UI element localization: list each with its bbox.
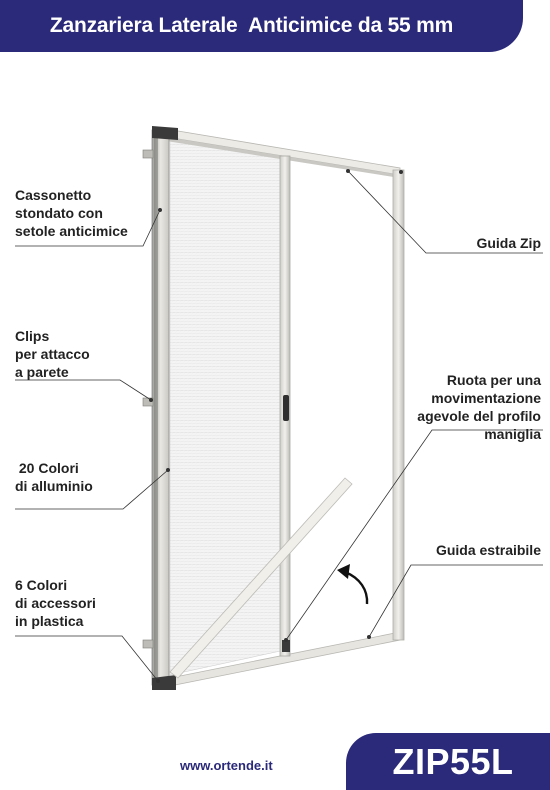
label-colori-alluminio: 20 Colori di alluminio [15, 459, 93, 495]
leader-lines [15, 168, 543, 684]
label-colori-accessori-line-1: 6 Colori [15, 577, 68, 593]
label-colori-alluminio-line-2: di alluminio [15, 478, 93, 494]
pleated-mesh [169, 139, 286, 676]
label-colori-accessori: 6 Colori di accessori in plastica [15, 576, 96, 630]
label-ruota-line-4: maniglia [484, 426, 541, 442]
label-guida-estraibile-line-1: Guida estraibile [435, 542, 541, 558]
product-code: ZIP55L [392, 740, 514, 782]
label-cassonetto-line-3: setole anticimice [15, 223, 128, 239]
label-colori-alluminio-line-1: 20 Colori [15, 460, 79, 476]
label-clips-line-2: per attacco [15, 346, 90, 362]
right-guide-post [392, 169, 405, 641]
curved-arrow-icon [337, 564, 369, 605]
label-guida-zip: Guida Zip [476, 234, 541, 252]
label-clips: Clips per attacco a parete [15, 327, 90, 381]
label-guida-estraibile: Guida estraibile [436, 541, 541, 559]
cassette [151, 126, 178, 690]
label-cassonetto-line-1: Cassonetto [15, 187, 92, 203]
handle-profile [279, 155, 291, 657]
label-ruota-line-3: agevole del profilo [417, 408, 541, 424]
label-clips-line-1: Clips [15, 328, 50, 344]
label-clips-line-3: a parete [15, 364, 69, 380]
label-guida-zip-line-1: Guida Zip [476, 235, 541, 251]
title-banner: Zanzariera Laterale Anticimice da 55 mm [0, 0, 523, 52]
label-ruota-line-2: movimentazione [431, 390, 541, 406]
removable-guide [169, 477, 353, 679]
label-cassonetto: Cassonetto stondato con setole anticimic… [15, 186, 128, 240]
product-code-banner: ZIP55L [346, 733, 550, 790]
label-ruota-line-1: Ruota per una [446, 372, 541, 388]
label-ruota: Ruota per una movimentazione agevole del… [417, 371, 541, 443]
label-colori-accessori-line-2: di accessori [15, 595, 96, 611]
page-title: Zanzariera Laterale Anticimice da 55 mm [49, 14, 454, 37]
label-colori-accessori-line-3: in plastica [15, 613, 84, 629]
website-link[interactable]: www.ortende.it [180, 758, 273, 773]
label-cassonetto-line-2: stondato con [15, 205, 103, 221]
